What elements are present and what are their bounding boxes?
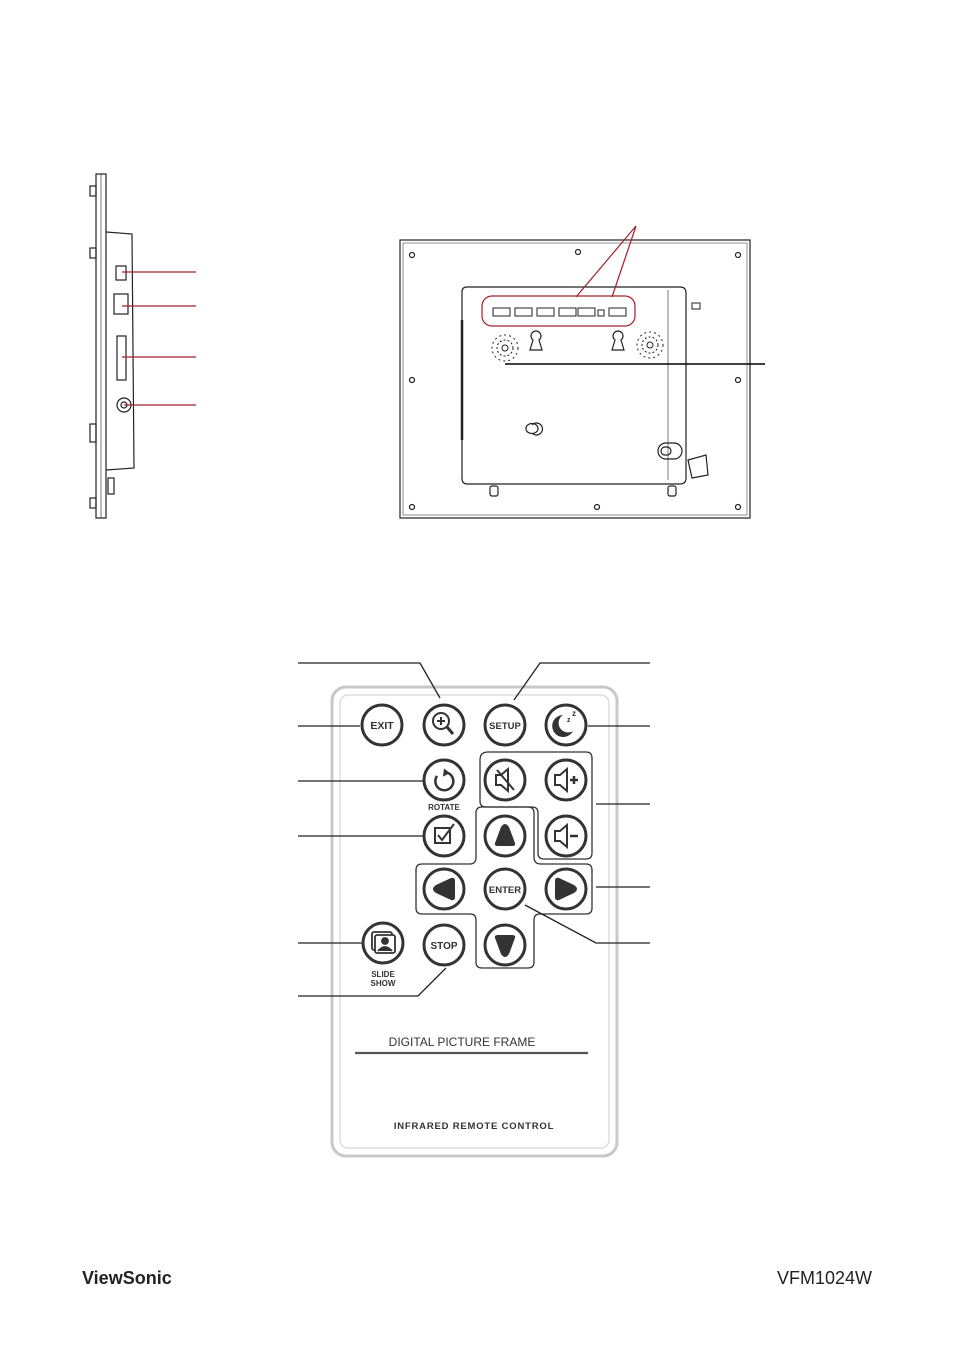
volume-up-icon (554, 766, 578, 794)
usb-mini-port (115, 265, 127, 281)
enter-button-label: ENTER (489, 885, 521, 896)
remote-callout-lines (298, 662, 650, 997)
rotate-button[interactable] (422, 758, 466, 802)
usb-port (113, 293, 129, 315)
remote-panel-subtitle: INFRARED REMOTE CONTROL (394, 1121, 554, 1132)
volume-down-icon (554, 822, 578, 850)
footer-model: VFM1024W (776, 1268, 872, 1288)
back-callout-lines (481, 225, 637, 327)
keyhole-icon (525, 422, 543, 436)
rotate-icon (434, 768, 455, 792)
rotate-label: ROTATE (428, 803, 460, 812)
slideshow-icon (371, 931, 396, 954)
down-button[interactable] (483, 923, 527, 967)
screw-icons (408, 248, 742, 511)
power-switch (657, 442, 683, 460)
speaker-icon (491, 334, 519, 362)
zoom-in-icon (432, 712, 455, 735)
keyhole-icon (611, 330, 625, 351)
card-slot (116, 335, 127, 381)
exit-button[interactable]: EXIT (360, 703, 404, 747)
footer-brand: ViewSonic (82, 1268, 172, 1288)
mute-button[interactable] (483, 758, 527, 802)
mute-icon (495, 766, 515, 794)
slideshow-label-line2: SHOW (371, 979, 396, 988)
svg-text:z: z (572, 709, 576, 718)
frame-side-view (89, 173, 135, 519)
svg-text:z: z (567, 717, 571, 724)
right-arrow-icon (555, 877, 577, 901)
remote-body (330, 685, 619, 1158)
slideshow-label-line1: SLIDE (371, 970, 395, 979)
setup-button-label: SETUP (489, 721, 521, 732)
setup-button[interactable]: SETUP (483, 703, 527, 747)
up-button[interactable] (483, 814, 527, 858)
volume-up-button[interactable] (544, 758, 588, 802)
exit-button-label: EXIT (370, 720, 394, 732)
volume-down-button[interactable] (544, 814, 588, 858)
stop-button-label: STOP (430, 941, 457, 952)
select-button[interactable] (422, 814, 466, 858)
slideshow-button[interactable] (361, 921, 405, 965)
moon-icon: z z (552, 709, 576, 737)
left-arrow-icon (433, 877, 455, 901)
left-button[interactable] (422, 867, 466, 911)
zoom-button[interactable] (422, 703, 466, 747)
keyhole-icon (529, 330, 543, 351)
button-group-outlines (415, 751, 593, 969)
stop-button[interactable]: STOP (422, 923, 466, 967)
side-callout-lines (122, 271, 196, 406)
speaker-icon (636, 331, 664, 359)
enter-button[interactable]: ENTER (483, 867, 527, 911)
frame-back-view (399, 239, 751, 519)
remote-panel-title: DIGITAL PICTURE FRAME (389, 1035, 536, 1049)
down-arrow-icon (494, 935, 516, 957)
sleep-button[interactable]: z z (544, 703, 588, 747)
right-button[interactable] (544, 867, 588, 911)
checkbox-icon (434, 823, 455, 844)
up-arrow-icon (494, 824, 516, 846)
top-control-buttons (492, 302, 701, 317)
